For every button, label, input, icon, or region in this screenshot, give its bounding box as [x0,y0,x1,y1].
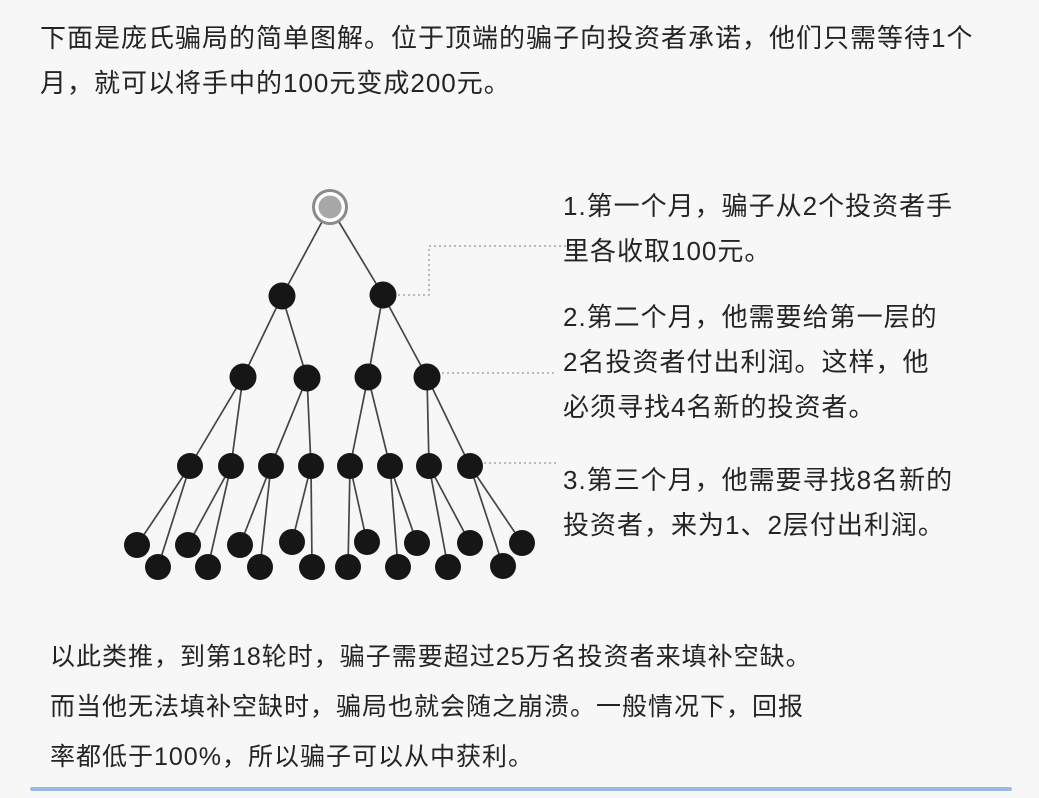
tree-edge [349,376,369,467]
tree-edge [310,465,313,568]
investor-node [177,453,203,479]
tree-edge [469,465,523,544]
tree-edge [187,465,232,546]
tree-edge [389,465,418,544]
tree-edge [291,465,312,543]
tree-edge [259,465,272,568]
investor-node [416,453,442,479]
footer-line: 以此类推，到第18轮时，骗子需要超过25万名投资者来填补空缺。 [50,643,812,671]
tree-edge [329,206,384,296]
investor-node [279,529,305,555]
investor-node [299,554,325,580]
investor-node [145,554,171,580]
tree-edge [207,465,232,568]
tree-edge [428,465,471,544]
tree-edge [428,465,449,568]
tree-edge [306,377,312,467]
investor-node [377,453,403,479]
annotation-3-line: 投资者，来为1、2层付出利润。 [563,510,945,540]
tree-edge [469,465,504,567]
investor-node [218,453,244,479]
annotation-3: 3.第三个月，他需要寻找8名新的 投资者，来为1、2层付出利润。 [563,458,953,548]
annotation-dotted-connector [398,245,577,296]
intro-line: 下面是庞氏骗局的简单图解。位于顶端的骗子向投资者承诺，他们只需等待1个 [40,23,974,53]
investor-node [457,453,483,479]
annotation-1-line: 1.第一个月，骗子从2个投资者手 [563,191,954,221]
tree-edge [230,376,244,467]
intro-line: 月，就可以将手中的100元变成200元。 [40,68,511,98]
footer-line: 而当他无法填补空缺时，骗局也就会随之崩溃。一般情况下，回报 [50,693,805,721]
footer-line: 率都低于100%，所以骗子可以从中获利。 [50,743,534,771]
investor-node [229,363,257,391]
intro-paragraph: 下面是庞氏骗局的简单图解。位于顶端的骗子向投资者承诺，他们只需等待1个 月，就可… [40,16,973,106]
tree-edge [157,465,191,568]
investor-node [435,554,461,580]
annotation-1: 1.第一个月，骗子从2个投资者手 里各收取100元。 [563,184,953,274]
tree-edge [426,376,471,467]
investor-node [404,530,430,556]
investor-node [124,532,150,558]
investor-node [413,363,441,391]
investor-node [335,554,361,580]
investor-node [337,453,363,479]
investor-node [457,530,483,556]
investor-node [175,532,201,558]
investor-node [385,554,411,580]
tree-edge [189,376,244,467]
annotation-2-line: 2名投资者付出利润。这样，他 [563,347,930,377]
tree-edge [426,376,430,467]
investor-node [354,529,380,555]
tree-edge [242,295,283,378]
annotation-1-line: 里各收取100元。 [563,236,772,266]
investor-node [227,532,253,558]
investor-node [369,281,397,309]
tree-edge [281,206,331,297]
footer-paragraph: 以此类推，到第18轮时，骗子需要超过25万名投资者来填补空缺。 而当他无法填补空… [50,632,812,782]
tree-edge [270,377,308,467]
tree-edge [239,465,272,546]
investor-node [490,553,516,579]
tree-edge [382,294,428,378]
annotation-2: 2.第二个月，他需要给第一层的 2名投资者付出利润。这样，他 必须寻找4名新的投… [563,295,938,430]
investor-node [354,363,382,391]
scammer-node [318,195,342,219]
investor-node [268,282,296,310]
scammer-node-ring [312,189,348,225]
annotation-3-line: 3.第三个月，他需要寻找8名新的 [563,465,954,495]
investor-node [258,453,284,479]
investor-node [509,530,535,556]
investor-node [293,364,321,392]
tree-edge [367,376,391,467]
tree-edge [367,294,384,378]
tree-edge [389,465,399,568]
bottom-blue-rule [30,787,1012,791]
investor-node [247,554,273,580]
annotation-2-line: 必须寻找4名新的投资者。 [563,392,876,422]
tree-edge [349,465,368,543]
investor-node [298,453,324,479]
tree-edge [347,465,351,568]
investor-node [195,554,221,580]
annotation-2-line: 2.第二个月，他需要给第一层的 [563,302,938,332]
tree-edge [281,295,308,379]
tree-edge [136,465,191,546]
